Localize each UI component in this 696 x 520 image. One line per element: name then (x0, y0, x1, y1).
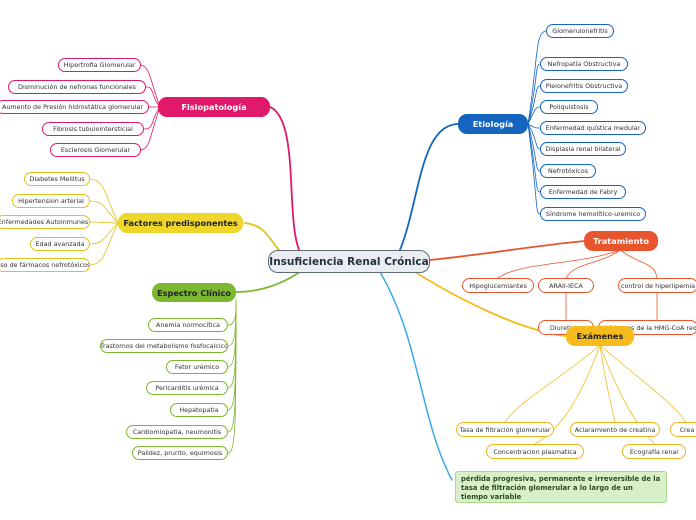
branch-factores-predisponentes[interactable]: Factores predisponentes (118, 213, 243, 233)
etiologia-item-9[interactable]: Síndrome hemolítico-uremico (540, 207, 646, 221)
tratamiento-item-2[interactable]: ARAII-IECA (538, 278, 594, 293)
tratamiento-item-1[interactable]: Hipoglucemiantes (462, 278, 534, 293)
examenes-item-3[interactable]: Crea (670, 422, 696, 437)
branch-tratamiento[interactable]: Tratamiento (584, 231, 658, 251)
central-topic[interactable]: Insuficiencia Renal Crónica (268, 250, 430, 273)
factores-item-3[interactable]: Enfermedades Autoinmunes (0, 215, 90, 229)
etiologia-item-3[interactable]: Pielonefritis Obstructiva (540, 79, 628, 93)
espectro-item-6[interactable]: Cardiomiopatia, neumonitis (126, 425, 228, 439)
etiologia-item-7[interactable]: Nefrotóxicos (540, 164, 596, 178)
espectro-item-1[interactable]: Anemia normocítica (148, 318, 228, 332)
examenes-item-4[interactable]: Concentracion plasmatica (486, 444, 584, 459)
factores-item-1[interactable]: Diabetes Mellitus (24, 172, 90, 186)
espectro-item-7[interactable]: Palidez, prurito, equimosis (132, 446, 228, 460)
fisiopatologia-item-2[interactable]: Disminución de nefronas funcionales (8, 80, 146, 94)
fisiopatologia-item-1[interactable]: Hipertrofia Glomerular (58, 58, 141, 72)
fisiopatologia-item-3[interactable]: Aumento de Presión hidrostática glomerul… (0, 100, 149, 114)
fisiopatologia-item-5[interactable]: Esclerosis Glomerular (50, 143, 141, 157)
branch-etiologia[interactable]: Etiología (458, 114, 528, 134)
definition-note[interactable]: pérdida progresiva, permanente e irrever… (455, 471, 667, 503)
branch-espectro-clinico[interactable]: Espectro Clínico (152, 283, 236, 302)
espectro-item-5[interactable]: Hepatopatia (170, 403, 228, 417)
examenes-item-5[interactable]: Ecografía renal (622, 444, 686, 459)
factores-item-4[interactable]: Edad avanzada (30, 237, 90, 251)
etiologia-item-1[interactable]: Glomerulonefritis (546, 24, 614, 38)
espectro-item-3[interactable]: Fetor urémico (166, 360, 228, 374)
etiologia-item-8[interactable]: Enfermedad de Fabry (540, 185, 626, 199)
factores-item-2[interactable]: Hipertension arterial (12, 194, 90, 208)
tratamiento-item-3[interactable]: control de hiperlipemia (618, 278, 696, 293)
branch-fisiopatologia[interactable]: Fisiopatología (158, 97, 270, 117)
factores-item-5[interactable]: Uso de fármacos nefrotóxicos (0, 258, 90, 272)
espectro-item-4[interactable]: Pericarditis urémica (146, 381, 228, 395)
espectro-item-2[interactable]: Trastornos del metabolismo fosfocalcico (100, 339, 228, 353)
examenes-item-2[interactable]: Aclaramiento de creatina (570, 422, 660, 437)
etiologia-item-6[interactable]: Displasia renal bilateral (540, 142, 626, 156)
branch-examenes[interactable]: Exámenes (566, 326, 634, 346)
examenes-item-1[interactable]: Tasa de filtración glomerular (456, 422, 554, 437)
etiologia-item-2[interactable]: Nefropatía Obstructiva (540, 57, 628, 71)
etiologia-item-5[interactable]: Enfermedad quística medular (540, 121, 646, 135)
etiologia-item-4[interactable]: Poliquistosis (540, 100, 598, 114)
fisiopatologia-item-4[interactable]: Fibrosis tubulointersticial (42, 122, 144, 136)
